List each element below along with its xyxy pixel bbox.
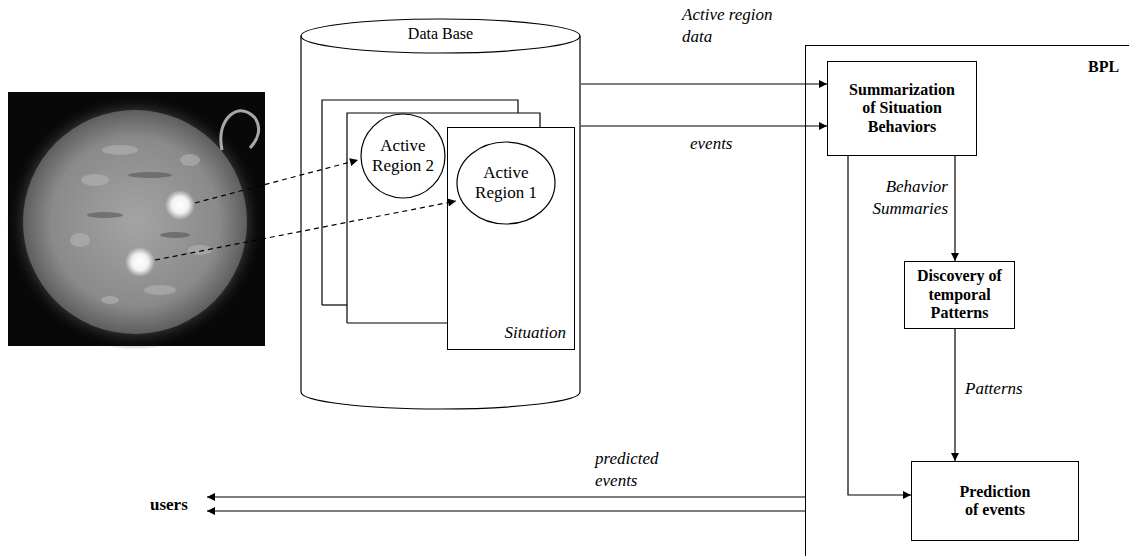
process-box: Discovery of temporal Patterns (904, 261, 1015, 329)
edge-label: Patterns (965, 378, 1045, 400)
output-arrow (207, 496, 805, 497)
process-name: Summarization of Situation Behaviors (843, 81, 961, 136)
edge-label: Behavior Summaries (858, 176, 948, 220)
active-region-spot (165, 190, 195, 220)
cylinder-top (301, 19, 580, 53)
flow-arrow (954, 156, 955, 261)
situation-label: Situation (505, 323, 566, 343)
stacked-page (322, 100, 518, 305)
edge-label: events (690, 133, 770, 155)
sun-mottles (70, 145, 212, 304)
region-name: Active Region 2 (372, 136, 434, 175)
stacked-page (347, 113, 540, 323)
situation-page: Active Region 1 Situation (447, 127, 575, 350)
stacked-page (322, 304, 347, 305)
oval-outline (361, 114, 445, 198)
sun-disc (23, 110, 247, 334)
cylinder-body (301, 36, 580, 409)
panel-title: BPL (1088, 58, 1119, 76)
active-region-oval: Active Region 1 (456, 141, 556, 225)
bpl-panel: Summarization of Situation BehaviorsDisc… (805, 45, 1129, 556)
process-name: Prediction of events (953, 483, 1038, 520)
edge-label: Active region data (682, 4, 790, 48)
flow-label: predicted events (595, 448, 675, 492)
active-region-oval: Active Region 2 (360, 113, 446, 199)
oval-outline (457, 142, 555, 224)
flow-arrow (581, 83, 827, 84)
database-cylinder: Active Region 2 Active Region 1 Situation D… (300, 18, 581, 410)
region-name: Active Region 1 (473, 163, 539, 202)
sun-corona (7, 94, 263, 350)
process-box: Prediction of events (911, 461, 1079, 541)
dashed-arrow (155, 201, 456, 260)
process-name: Discovery of temporal Patterns (912, 267, 1007, 322)
database-title: Data Base (300, 25, 581, 43)
flow-arrow (954, 329, 955, 461)
dashed-arrow (195, 160, 358, 203)
flow-arrow (581, 125, 827, 126)
process-box: Summarization of Situation Behaviors (827, 61, 977, 156)
actor-label: users (150, 494, 206, 516)
sun-prominence (221, 111, 259, 150)
stacked-page (347, 322, 447, 323)
active-region-spot (125, 247, 155, 277)
output-arrow (207, 510, 805, 511)
